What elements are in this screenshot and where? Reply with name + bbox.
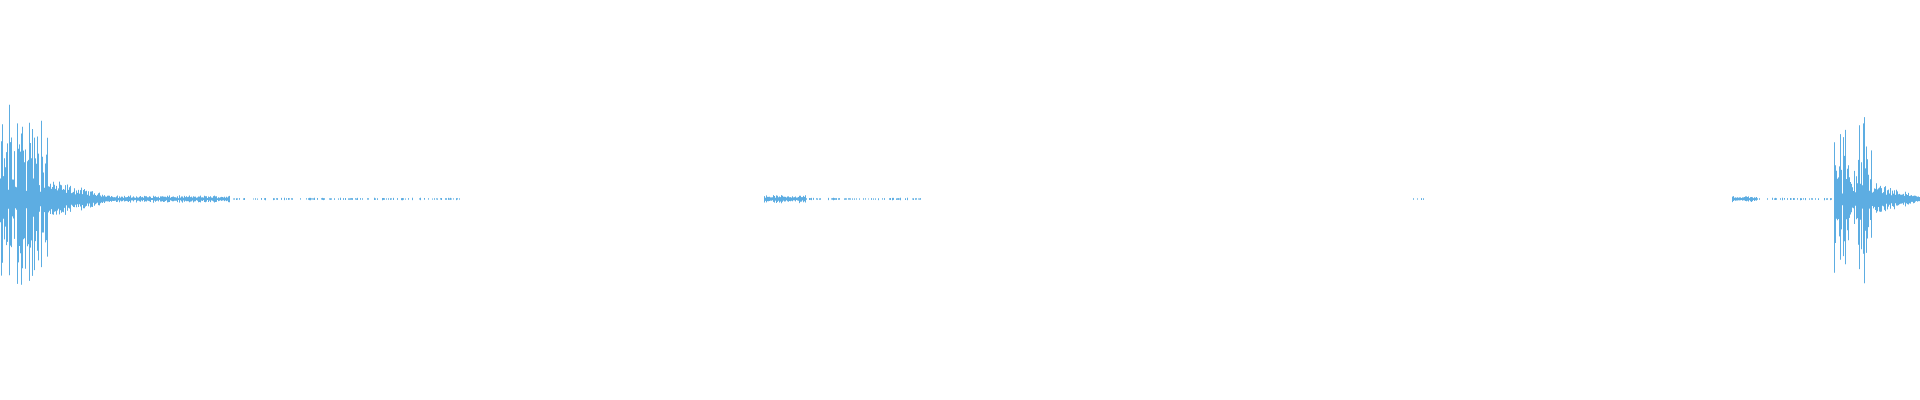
- waveform-path: [0, 104, 1920, 285]
